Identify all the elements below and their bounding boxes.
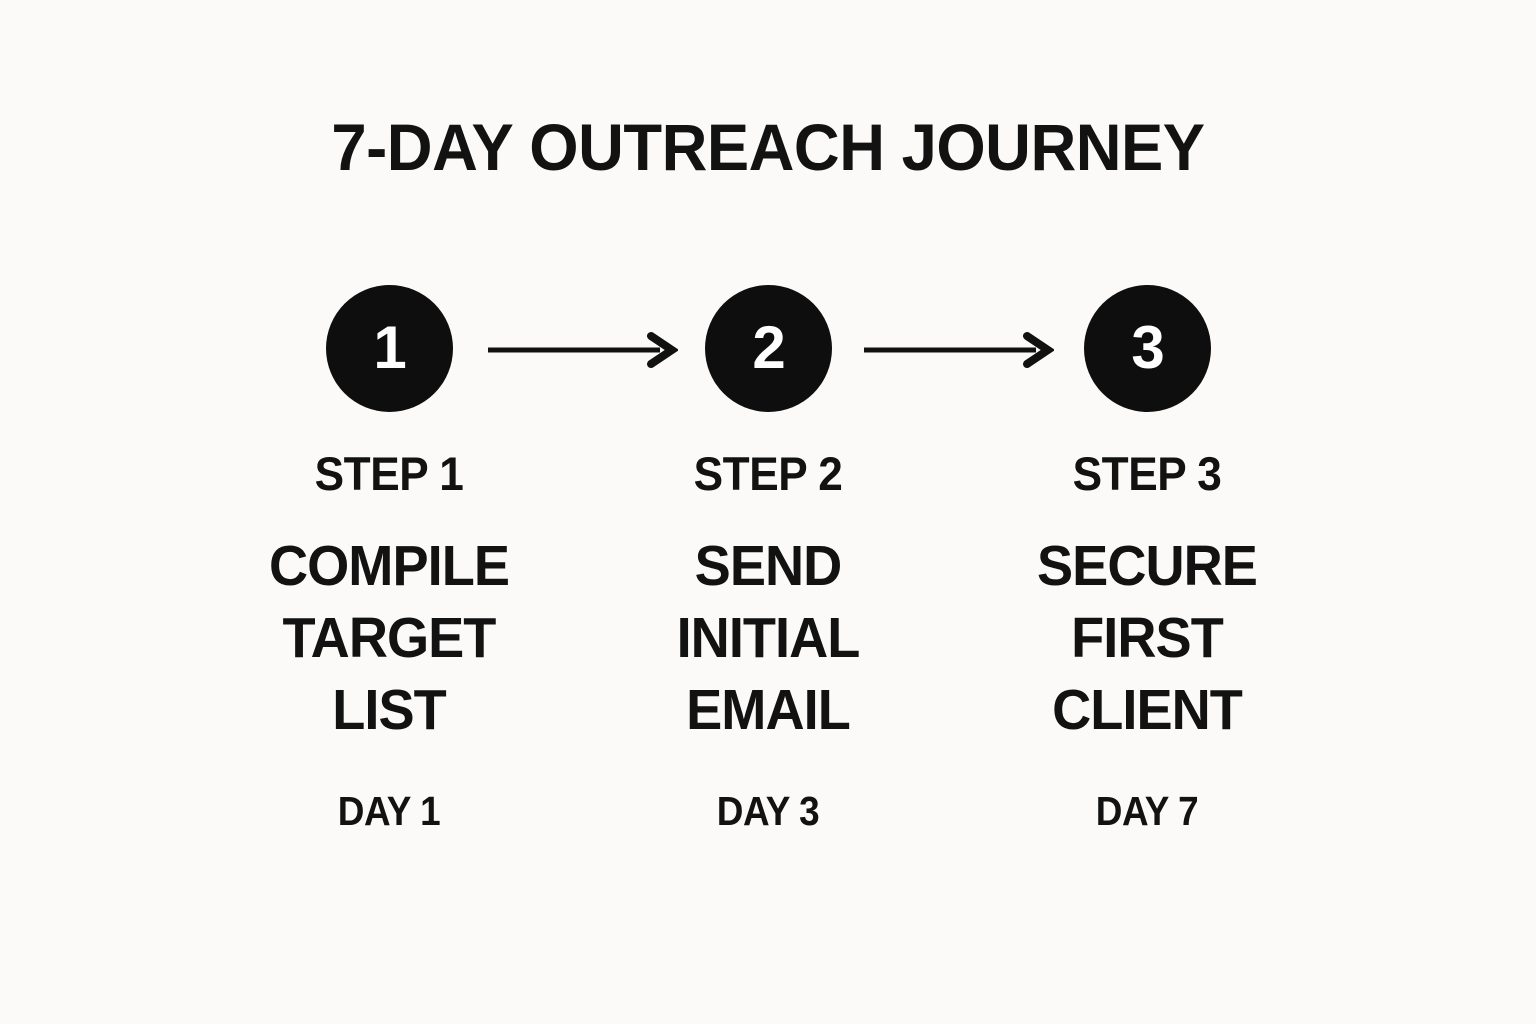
- day-label: DAY 3: [716, 788, 820, 834]
- day-label: DAY 1: [337, 788, 441, 834]
- page-title: 7-DAY OUTREACH JOURNEY: [331, 110, 1205, 184]
- step-node-number: 1: [373, 313, 406, 381]
- step-description-line: SECURE: [1037, 534, 1258, 598]
- arrow-right-icon: [862, 330, 1056, 370]
- steps-columns: STEP 1 COMPILE TARGET LIST DAY 1 STEP 2 …: [0, 448, 1536, 868]
- step-description-line: TARGET: [282, 606, 497, 670]
- step-label: STEP 3: [1072, 447, 1222, 500]
- step-column-2: STEP 2 SEND INITIAL EMAIL DAY 3: [598, 447, 938, 835]
- step-node-2[interactable]: 2: [705, 285, 832, 412]
- step-label: STEP 2: [693, 447, 843, 500]
- day-label: DAY 7: [1095, 788, 1199, 834]
- step-description: SEND INITIAL EMAIL: [607, 530, 930, 746]
- step-node-3[interactable]: 3: [1084, 285, 1211, 412]
- arrow-right-icon: [486, 330, 680, 370]
- step-label: STEP 1: [314, 447, 464, 500]
- step-description: SECURE FIRST CLIENT: [986, 530, 1309, 746]
- step-node-1[interactable]: 1: [326, 285, 453, 412]
- step-description-line: SEND: [694, 534, 843, 598]
- step-column-3: STEP 3 SECURE FIRST CLIENT DAY 7: [977, 447, 1317, 835]
- flow-diagram-row: 1 2 3: [0, 285, 1536, 415]
- step-description-line: EMAIL: [686, 678, 851, 742]
- step-node-number: 2: [752, 313, 785, 381]
- step-description-line: INITIAL: [676, 606, 861, 670]
- step-description-line: LIST: [332, 678, 446, 742]
- step-description-line: CLIENT: [1052, 678, 1243, 742]
- step-description-line: FIRST: [1071, 606, 1224, 670]
- step-description-line: COMPILE: [268, 534, 510, 598]
- step-node-number: 3: [1131, 313, 1164, 381]
- step-column-1: STEP 1 COMPILE TARGET LIST DAY 1: [219, 447, 559, 835]
- step-description: COMPILE TARGET LIST: [228, 530, 551, 746]
